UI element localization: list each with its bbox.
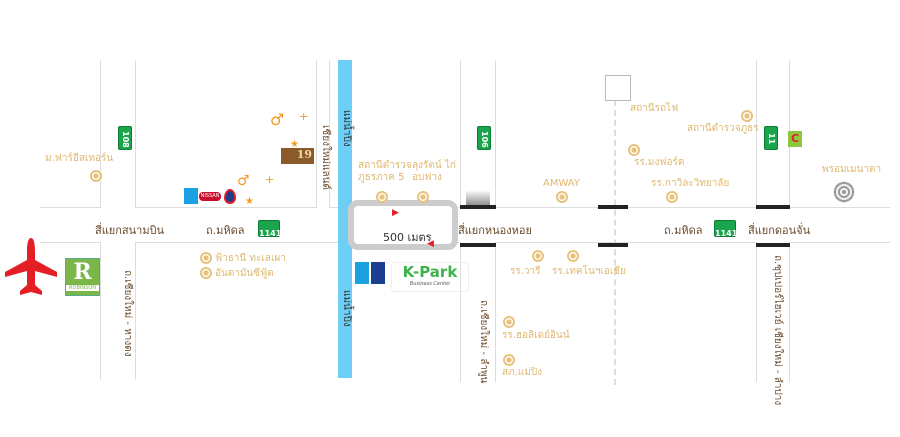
highway-108-shield: 108 [118,126,132,150]
river-label-top: แม่น้ำปิง [341,110,352,147]
railway [614,100,616,385]
poi-lungrat: ลุงรัตน์ ไก่อบฟาง [412,160,456,183]
road-label-mahidol: ถ.มหิดล [206,224,245,237]
poi-train-station: สถานีรถไฟ [630,103,679,114]
overpass [466,190,490,206]
poi-dot [200,267,212,279]
road-label-lampang: ถ.ซุปเปอร์ไฮเวย์ เชียงใหม่ - ลำปาง [772,255,783,406]
bridge [348,200,458,250]
poi-mae-ping-police: สภ.แม่ปิง [502,367,543,378]
bar19-logo: 19 [281,148,314,164]
bigc-logo: C [788,131,802,147]
poi-dot [666,191,678,203]
poi-dot [567,250,579,262]
poi-police-region5: สถานีตำรวจภูธรภาค 5 [358,160,412,183]
nissan-logo: NISSAN [199,192,221,201]
poi-montfort: รร.มงฟอร์ต [634,157,685,168]
kpark-subtitle: Business Center [409,281,451,287]
highway-11-shield: 11 [764,126,778,150]
road-label-hangdong: ถ.เชียงใหม่ - หางดง [122,270,133,357]
poi-holiday-inn: รร.ฮอลิเดย์อินน์ [502,330,570,341]
poi-dot [417,191,429,203]
highway-1141-shield: 1141 [714,220,737,238]
airplane-icon [5,238,57,295]
arrow-west-icon: ◀ [427,239,434,249]
kpark-title: K-Park [402,263,458,281]
overpass-bar [598,205,628,209]
overpass-bar [598,243,628,247]
river-label-bottom: แม่น้ำปิง [341,290,352,327]
poi-police-station: สถานีตำรวจภูธร [687,123,759,134]
robinson-logo: R ROBINSON [65,258,100,296]
plus-icon: + [265,173,275,186]
poi-dot [503,354,515,366]
road-label-mahidol: ถ.มหิดล [664,224,703,237]
poi-techno-asia: รร.เทคโนฯเอเชีย [552,266,626,277]
plus-icon: + [299,110,309,123]
bank-logo [184,188,198,204]
highway-106-shield: 106 [477,126,491,150]
robinson-text: ROBINSON [66,285,99,291]
road-lamphun [460,242,496,382]
overpass-bar [756,205,790,209]
road-label-lamphun: ถ.เชียงใหม่ - ลำพูน [478,300,489,384]
overpass-bar [460,205,496,209]
poi-dot [556,191,568,203]
promenada-logo [833,181,855,203]
gender-icon: ♂ [237,173,250,189]
poi-dot [200,252,212,264]
poi-andaman: อันดามันซีฟู้ด [215,268,274,279]
poi-fathani: ฟ้าธานี ทะเลเผา [215,253,286,264]
poi-dot [532,250,544,262]
poi-dot [90,170,102,182]
gender-icon: ♂ [270,110,285,129]
railway-station-box [605,75,631,101]
poi-waree: รร.วารี [510,266,541,277]
road-lampang [756,242,790,382]
road-11 [756,60,790,208]
distance-label: 500 เมตร [383,231,432,244]
poi-dot [503,316,515,328]
kpark-logo: K-Park Business Center [391,262,469,292]
road-hangdong [100,242,136,380]
ping-river [338,60,352,378]
bank-axa-logo [355,262,385,284]
poi-amway: AMWAY [543,178,580,189]
arrow-east-icon: ▶ [392,208,399,218]
poi-far-eastern: ม.ฟาร์อีสเทอร์น [45,153,114,164]
poi-dot [741,110,753,122]
poi-dot [628,144,640,156]
intersection-nonghoi: สี่แยกหนองหอย [458,224,532,237]
poi-promenada: พรอมเมนาดา [822,164,882,175]
ptt-logo [224,189,236,204]
poi-dot [376,191,388,203]
intersection-donchan: สี่แยกดอนจั่น [748,224,811,237]
chiangmai-land-label: เชียงใหม่แลนด์ [320,125,331,190]
highway-1141-shield: 1141 [258,220,281,238]
star-icon: ★ [290,139,299,150]
star-icon: ★ [245,196,254,207]
road-chiangmai-land [316,60,330,208]
poi-kawila: รร.กาวิละวิทยาลัย [651,178,730,189]
overpass-bar [460,243,496,247]
overpass-bar [756,243,790,247]
intersection-airport: สี่แยกสนามบิน [95,224,165,237]
